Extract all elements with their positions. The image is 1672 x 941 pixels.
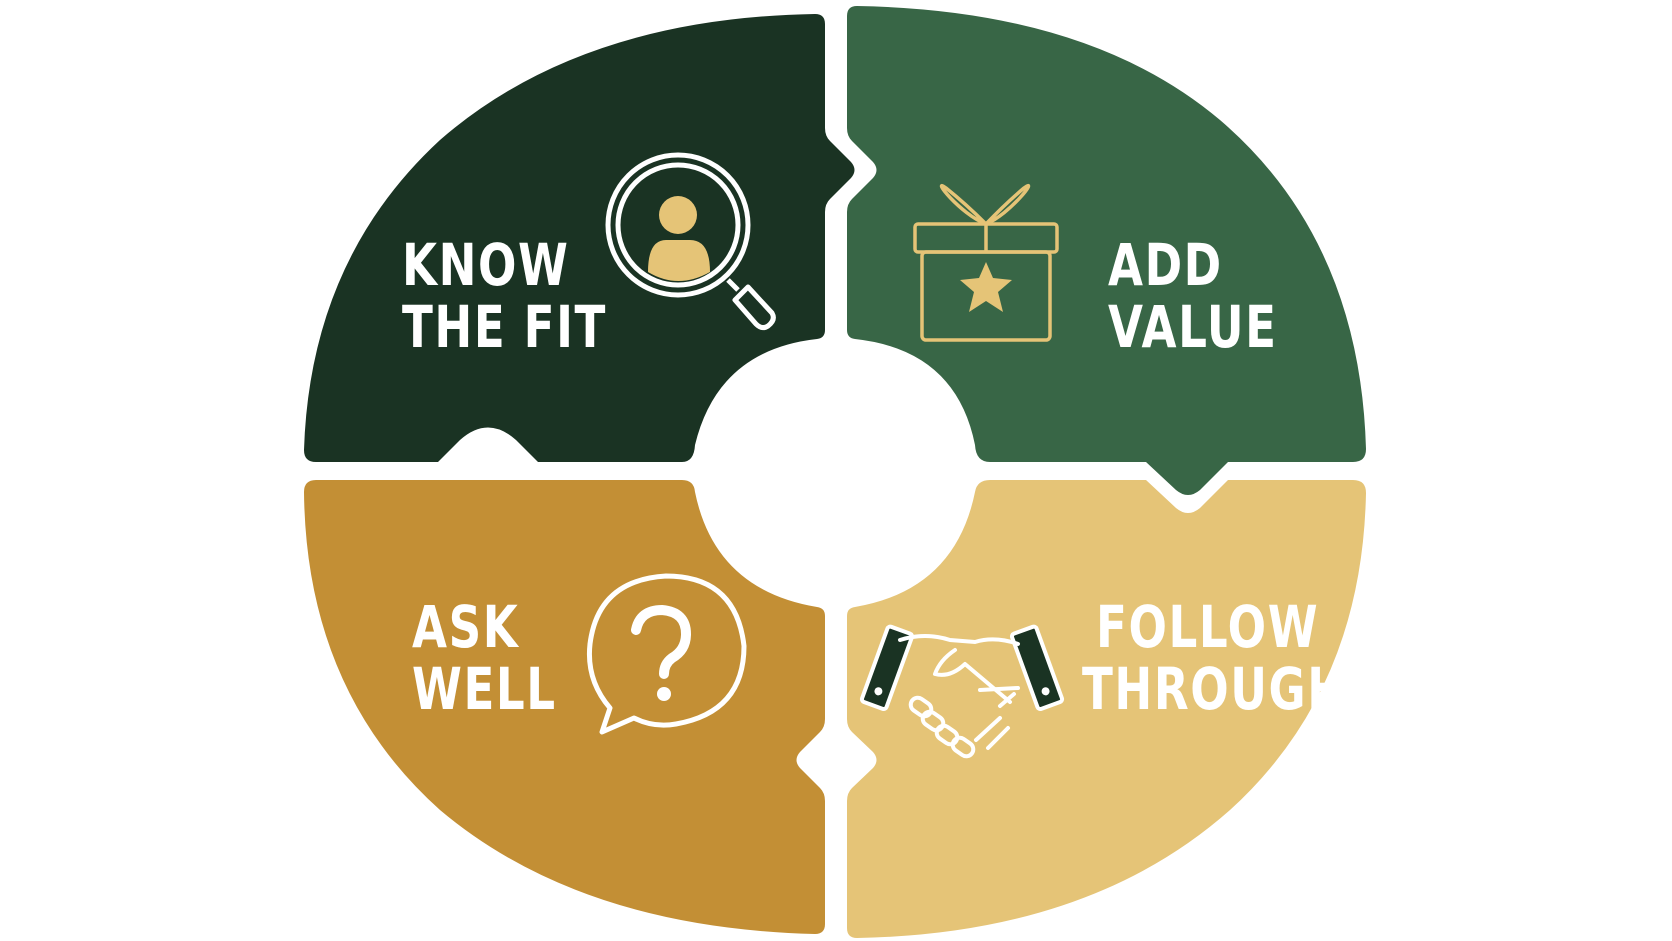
label-add-value-line2: VALUE <box>1108 293 1278 361</box>
label-ask-well-line2: WELL <box>412 655 557 723</box>
label-know-the-fit: KNOW THE FIT <box>402 234 607 358</box>
label-follow-through: FOLLOW THROUGH <box>1082 596 1347 720</box>
question-bubble-icon <box>586 573 747 735</box>
segment-follow-through <box>847 480 1366 938</box>
label-add-value-line1: ADD <box>1108 231 1223 299</box>
label-follow-through-line1: FOLLOW <box>1096 593 1320 661</box>
segment-know-the-fit <box>304 14 855 462</box>
label-follow-through-line2: THROUGH <box>1082 655 1347 723</box>
gift-star-icon <box>913 184 1059 342</box>
label-add-value: ADD VALUE <box>1108 234 1278 358</box>
label-know-the-fit-line2: THE FIT <box>402 293 607 361</box>
label-know-the-fit-line1: KNOW <box>402 231 570 299</box>
segment-add-value <box>847 6 1366 495</box>
magnifier-person-icon <box>605 152 776 331</box>
handshake-icon <box>859 624 1065 759</box>
segment-ask-well <box>304 480 825 934</box>
label-ask-well: ASK WELL <box>412 596 557 720</box>
label-ask-well-line1: ASK <box>412 593 520 661</box>
